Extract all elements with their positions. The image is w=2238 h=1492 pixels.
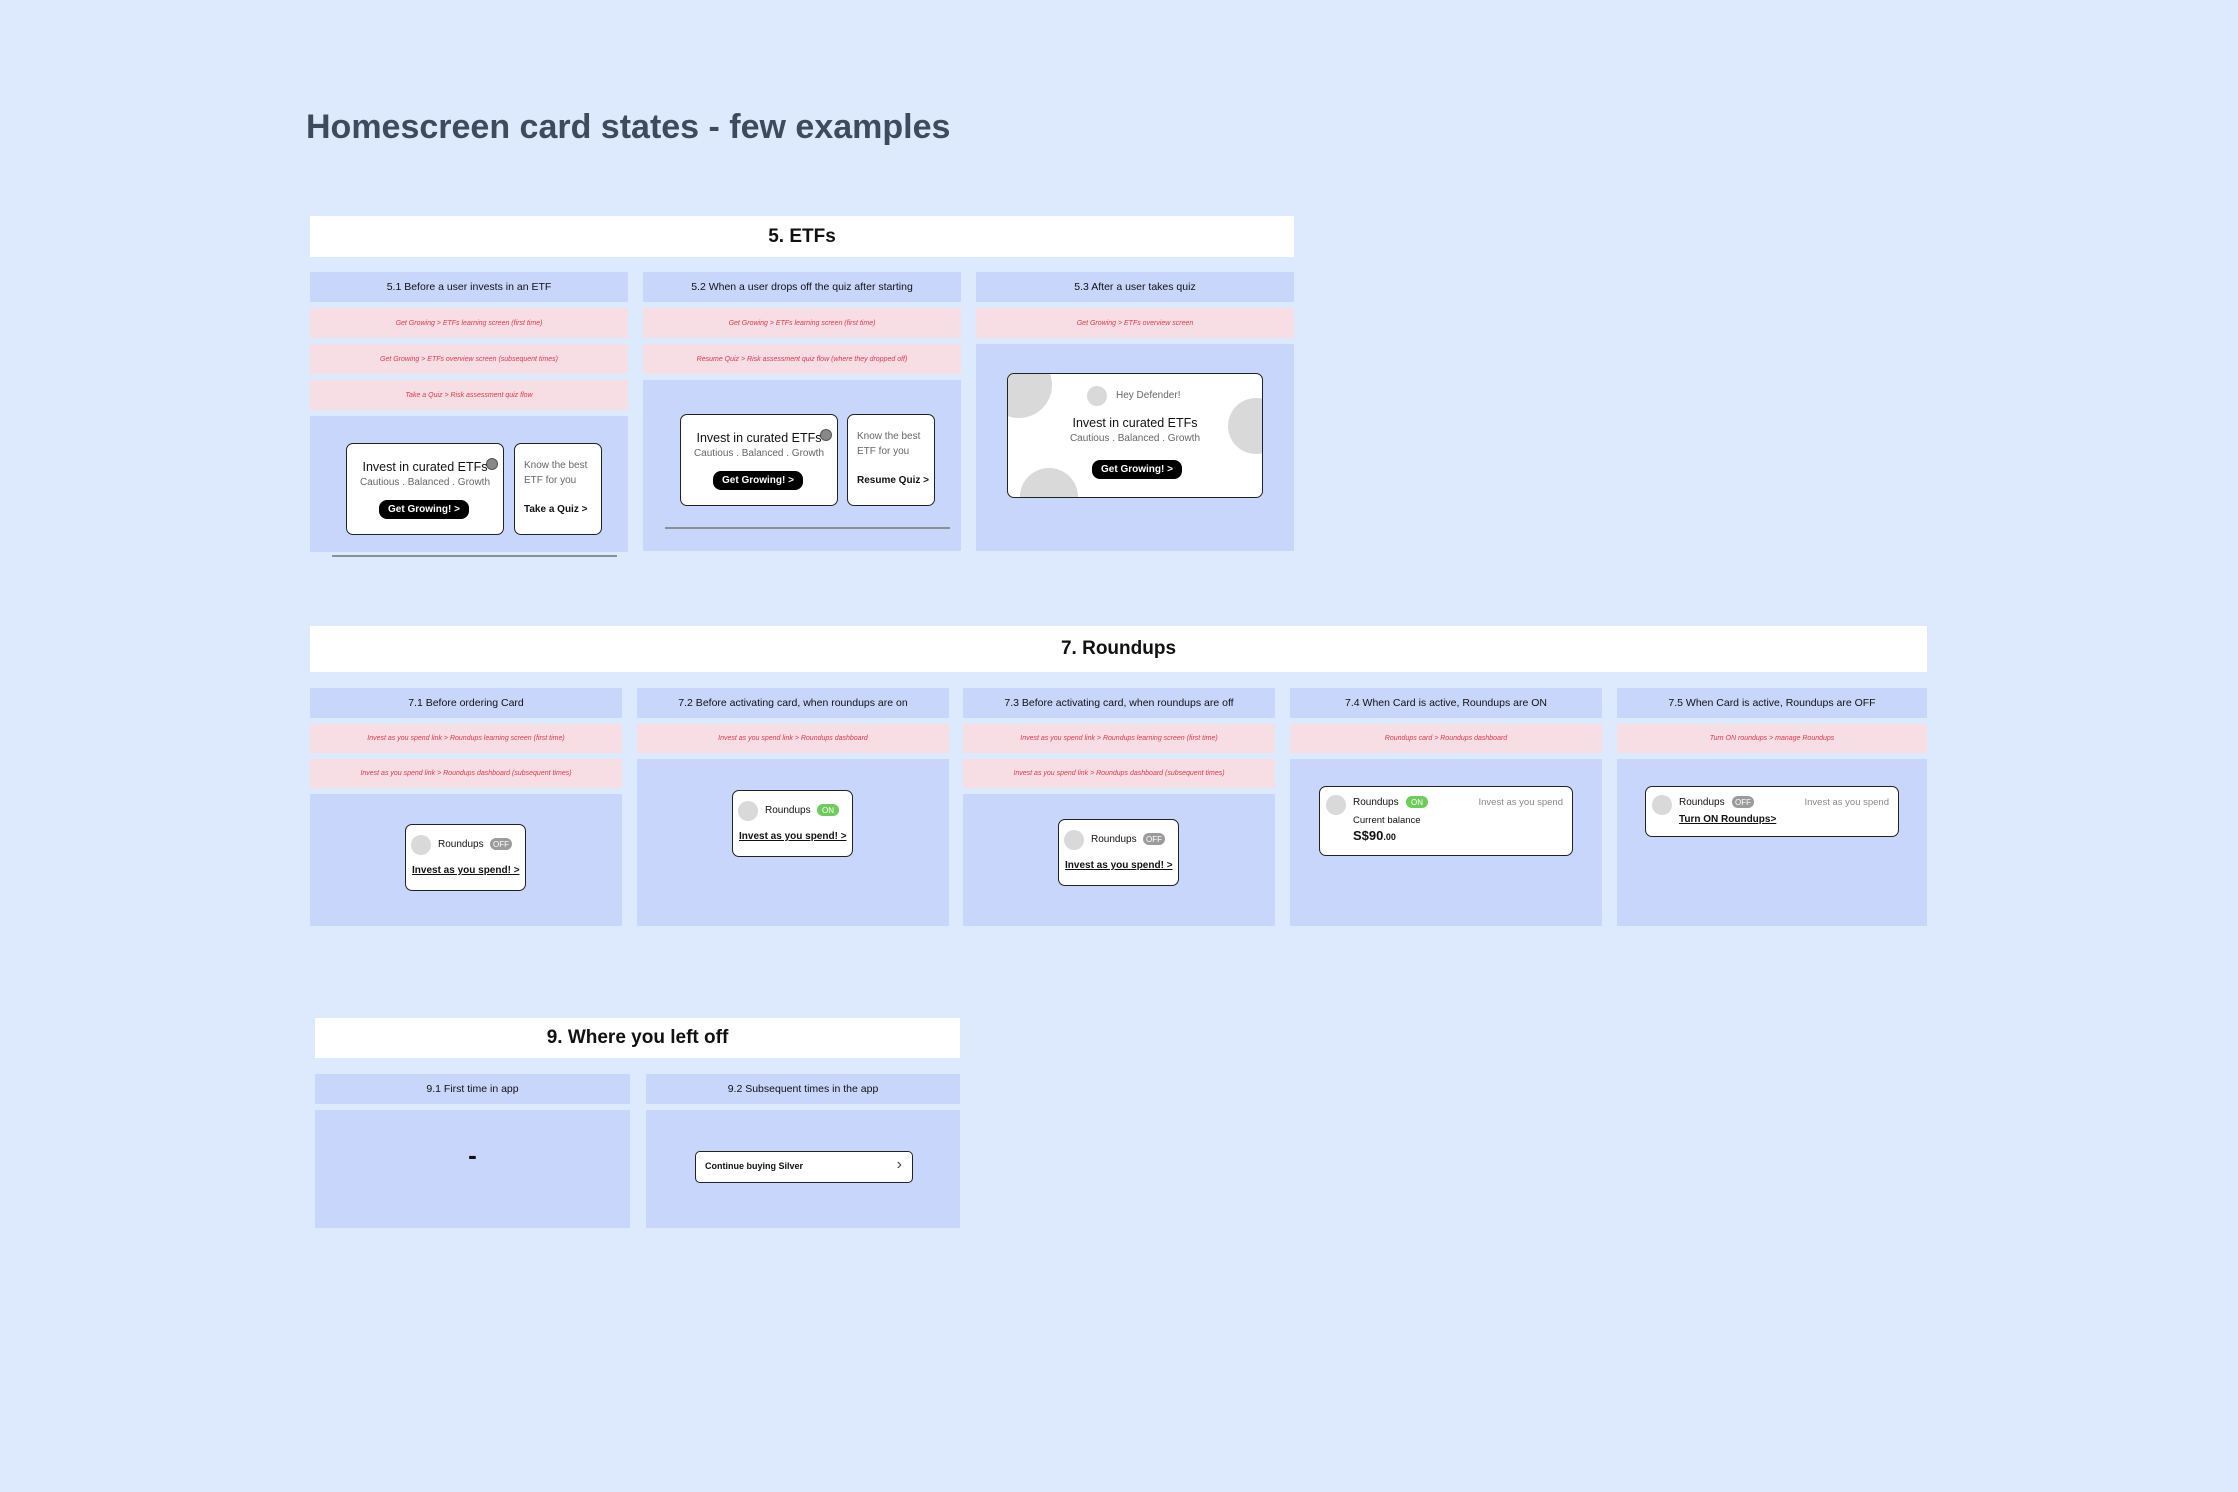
etf-card-title: Invest in curated ETFs xyxy=(362,460,488,474)
etf-quiz-result-card[interactable]: Hey Defender! Invest in curated ETFs Cau… xyxy=(1007,373,1263,498)
turn-on-roundups-link[interactable]: Turn ON Roundups> xyxy=(1679,814,1777,825)
preview-area-5-3: Hey Defender! Invest in curated ETFs Cau… xyxy=(976,344,1294,551)
coin-icon xyxy=(820,429,832,441)
decor-circle xyxy=(1020,468,1078,497)
flow-note: Roundups card > Roundups dashboard xyxy=(1290,724,1602,753)
quiz-card[interactable]: Know the best ETF for you Resume Quiz > xyxy=(847,414,935,506)
roundups-label: Roundups xyxy=(1353,797,1399,808)
flow-note: Take a Quiz > Risk assessment quiz flow xyxy=(310,380,628,410)
etf-card[interactable]: Invest in curated ETFs Cautious . Balanc… xyxy=(680,414,838,506)
etf-card-title: Invest in curated ETFs xyxy=(1072,416,1198,430)
status-badge-off: OFF xyxy=(1732,796,1754,808)
resume-quiz-link[interactable]: Resume Quiz > xyxy=(857,475,929,486)
empty-state-dash: - xyxy=(468,1140,477,1170)
status-badge-on: ON xyxy=(817,804,839,816)
quiz-card[interactable]: Know the best ETF for you Take a Quiz > xyxy=(514,443,602,535)
column-head-9-1: 9.1 First time in app xyxy=(315,1074,630,1104)
invest-as-you-spend-label: Invest as you spend xyxy=(1804,797,1890,808)
etf-card-title: Invest in curated ETFs xyxy=(696,431,822,445)
column-head-5-3: 5.3 After a user takes quiz xyxy=(976,272,1294,302)
flow-note: Turn ON roundups > manage Roundups xyxy=(1617,724,1927,753)
status-badge-off: OFF xyxy=(1143,833,1165,845)
flow-note: Invest as you spend link > Roundups dash… xyxy=(963,759,1275,788)
column-head-7-2: 7.2 Before activating card, when roundup… xyxy=(637,688,949,718)
roundups-label: Roundups xyxy=(1679,797,1725,808)
etf-card[interactable]: Invest in curated ETFs Cautious . Balanc… xyxy=(346,443,504,535)
status-badge-on: ON xyxy=(1406,796,1428,808)
section-header-roundups: 7. Roundups xyxy=(310,626,1927,672)
roundups-icon xyxy=(738,801,758,821)
get-growing-button[interactable]: Get Growing! > xyxy=(1092,460,1182,479)
preview-area-7-1: Roundups OFF Invest as you spend! > xyxy=(310,794,622,926)
roundups-icon xyxy=(411,835,431,855)
column-head-9-2: 9.2 Subsequent times in the app xyxy=(646,1074,960,1104)
greeting: Hey Defender! xyxy=(1116,390,1181,401)
flow-note: Invest as you spend link > Roundups dash… xyxy=(637,724,949,753)
scroll-indicator xyxy=(665,527,950,529)
column-head-7-4: 7.4 When Card is active, Roundups are ON xyxy=(1290,688,1602,718)
column-head-7-1: 7.1 Before ordering Card xyxy=(310,688,622,718)
section-header-etfs: 5. ETFs xyxy=(310,216,1294,257)
quiz-card-line2: ETF for you xyxy=(524,475,577,486)
get-growing-button[interactable]: Get Growing! > xyxy=(713,471,803,490)
current-balance-label: Current balance xyxy=(1353,815,1421,826)
flow-note: Get Growing > ETFs learning screen (firs… xyxy=(310,308,628,338)
roundups-icon xyxy=(1064,830,1084,850)
page-title: Homescreen card states - few examples xyxy=(306,108,951,146)
roundups-off-card[interactable]: Roundups OFF Invest as you spend Turn ON… xyxy=(1645,786,1899,837)
roundups-label: Roundups xyxy=(765,805,811,816)
invest-as-you-spend-link[interactable]: Invest as you spend! > xyxy=(1065,860,1173,871)
quiz-card-line1: Know the best xyxy=(524,460,588,471)
roundups-label: Roundups xyxy=(438,839,484,850)
get-growing-button[interactable]: Get Growing! > xyxy=(379,500,469,519)
preview-area-7-5: Roundups OFF Invest as you spend Turn ON… xyxy=(1617,759,1927,926)
roundups-icon xyxy=(1326,795,1346,815)
etf-card-subtitle: Cautious . Balanced . Growth xyxy=(1069,433,1201,444)
quiz-card-line1: Know the best xyxy=(857,431,921,442)
preview-area-7-3: Roundups OFF Invest as you spend! > xyxy=(963,794,1275,926)
flow-note: Get Growing > ETFs overview screen xyxy=(976,308,1294,338)
invest-as-you-spend-link[interactable]: Invest as you spend! > xyxy=(412,865,520,876)
column-head-7-3: 7.3 Before activating card, when roundup… xyxy=(963,688,1275,718)
roundups-icon xyxy=(1652,795,1672,815)
column-head-7-5: 7.5 When Card is active, Roundups are OF… xyxy=(1617,688,1927,718)
column-head-5-2: 5.2 When a user drops off the quiz after… xyxy=(643,272,961,302)
roundups-card[interactable]: Roundups ON Invest as you spend! > xyxy=(732,790,853,857)
current-balance-value: S$90.00 xyxy=(1353,828,1396,843)
etf-card-subtitle: Cautious . Balanced . Growth xyxy=(359,477,491,488)
continue-buying-row[interactable]: Continue buying Silver › xyxy=(695,1151,913,1183)
flow-note: Invest as you spend link > Roundups lear… xyxy=(310,724,622,753)
flow-note: Invest as you spend link > Roundups dash… xyxy=(310,759,622,788)
flow-note: Get Growing > ETFs overview screen (subs… xyxy=(310,344,628,374)
preview-area-7-4: Roundups ON Invest as you spend Current … xyxy=(1290,759,1602,926)
preview-area-7-2: Roundups ON Invest as you spend! > xyxy=(637,759,949,926)
flow-note: Get Growing > ETFs learning screen (firs… xyxy=(643,308,961,338)
roundups-balance-card[interactable]: Roundups ON Invest as you spend Current … xyxy=(1319,786,1573,856)
invest-as-you-spend-label: Invest as you spend xyxy=(1478,797,1564,808)
flow-note: Invest as you spend link > Roundups lear… xyxy=(963,724,1275,753)
preview-area-9-2: Continue buying Silver › xyxy=(646,1110,960,1228)
chevron-right-icon: › xyxy=(896,1156,902,1173)
roundups-card[interactable]: Roundups OFF Invest as you spend! > xyxy=(405,824,526,891)
preview-area-9-1: - xyxy=(315,1110,630,1228)
preview-area-5-2: Invest in curated ETFs Cautious . Balanc… xyxy=(643,380,961,551)
quiz-card-line2: ETF for you xyxy=(857,446,910,457)
etf-card-subtitle: Cautious . Balanced . Growth xyxy=(693,448,825,459)
decor-circle xyxy=(1008,374,1052,418)
flow-note: Resume Quiz > Risk assessment quiz flow … xyxy=(643,344,961,374)
preview-area-5-1: Invest in curated ETFs Cautious . Balanc… xyxy=(310,416,628,552)
avatar xyxy=(1087,386,1107,406)
take-quiz-link[interactable]: Take a Quiz > xyxy=(524,504,588,515)
column-head-5-1: 5.1 Before a user invests in an ETF xyxy=(310,272,628,302)
roundups-card[interactable]: Roundups OFF Invest as you spend! > xyxy=(1058,819,1179,886)
section-header-where-you-left-off: 9. Where you left off xyxy=(315,1018,960,1058)
continue-buying-label: Continue buying Silver xyxy=(705,1161,804,1171)
coin-icon xyxy=(486,458,498,470)
scroll-indicator xyxy=(332,555,617,557)
status-badge-off: OFF xyxy=(490,838,512,850)
roundups-label: Roundups xyxy=(1091,834,1137,845)
invest-as-you-spend-link[interactable]: Invest as you spend! > xyxy=(739,831,847,842)
